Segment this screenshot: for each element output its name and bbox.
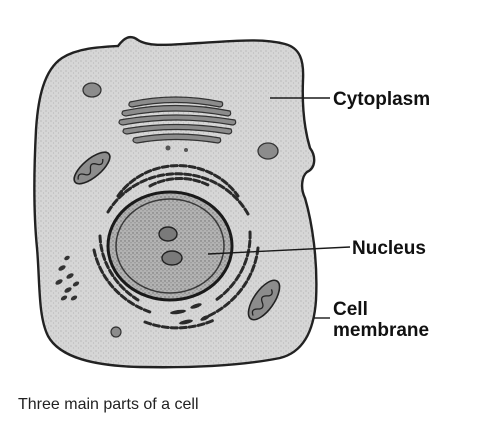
- vacuole: [111, 327, 121, 337]
- label-cell-membrane: Cell membrane: [333, 299, 429, 341]
- vesicle: [184, 148, 188, 152]
- nucleus: [108, 192, 232, 300]
- nucleolus: [162, 251, 182, 265]
- label-nucleus: Nucleus: [352, 238, 426, 259]
- vesicle: [166, 146, 171, 151]
- label-cell-membrane-line2: membrane: [333, 320, 429, 341]
- nucleolus: [159, 227, 177, 241]
- label-cytoplasm: Cytoplasm: [333, 89, 430, 110]
- vacuole: [83, 83, 101, 97]
- label-cell-membrane-line1: Cell: [333, 299, 429, 320]
- figure-caption: Three main parts of a cell: [18, 396, 199, 414]
- vacuole: [258, 143, 278, 159]
